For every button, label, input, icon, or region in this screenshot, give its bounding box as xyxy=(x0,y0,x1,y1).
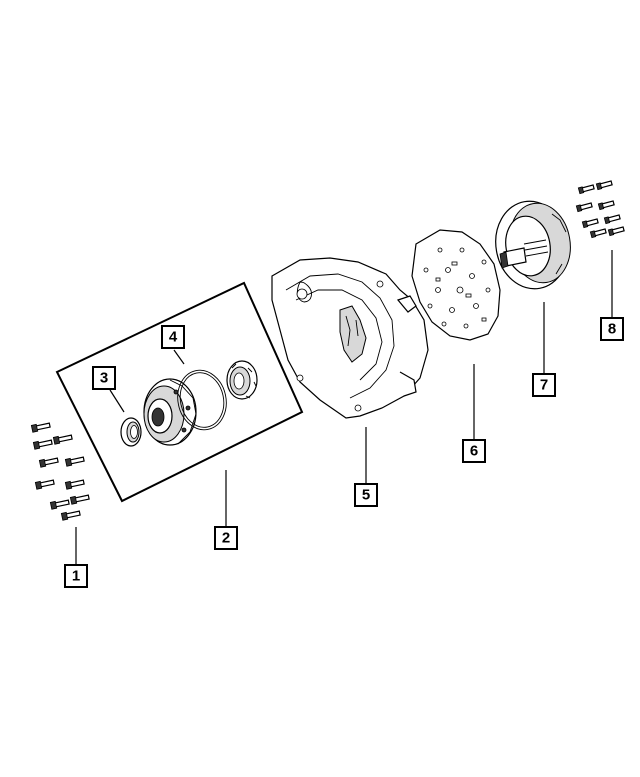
callout-label: 4 xyxy=(169,329,178,346)
callout-4: 4 xyxy=(161,325,185,349)
pump-body xyxy=(143,378,197,446)
callout-label: 2 xyxy=(222,530,230,547)
callout-1: 1 xyxy=(64,564,88,588)
o-ring-4 xyxy=(177,369,227,431)
callout-label: 7 xyxy=(540,377,548,394)
callout-7: 7 xyxy=(532,373,556,397)
callout-2: 2 xyxy=(214,526,238,550)
callout-label: 1 xyxy=(72,568,80,585)
seal-ring-3 xyxy=(120,417,142,447)
callout-label: 6 xyxy=(470,443,478,460)
callout-6: 6 xyxy=(462,439,486,463)
callout-label: 8 xyxy=(608,321,616,338)
pump-assembly-frame xyxy=(55,281,304,503)
callout-3: 3 xyxy=(92,366,116,390)
leader-4 xyxy=(173,349,185,365)
pump-gear xyxy=(226,360,258,400)
bolt-set-8 xyxy=(575,180,625,239)
callout-label: 5 xyxy=(362,487,370,504)
callout-5: 5 xyxy=(354,483,378,507)
callout-label: 3 xyxy=(100,370,108,387)
callout-8: 8 xyxy=(600,317,624,341)
separator-plate-6 xyxy=(411,229,501,341)
clutch-drum-7 xyxy=(495,200,571,290)
transmission-housing-5 xyxy=(271,257,429,419)
leader-3 xyxy=(109,389,125,413)
bolt-set-1 xyxy=(30,422,90,521)
